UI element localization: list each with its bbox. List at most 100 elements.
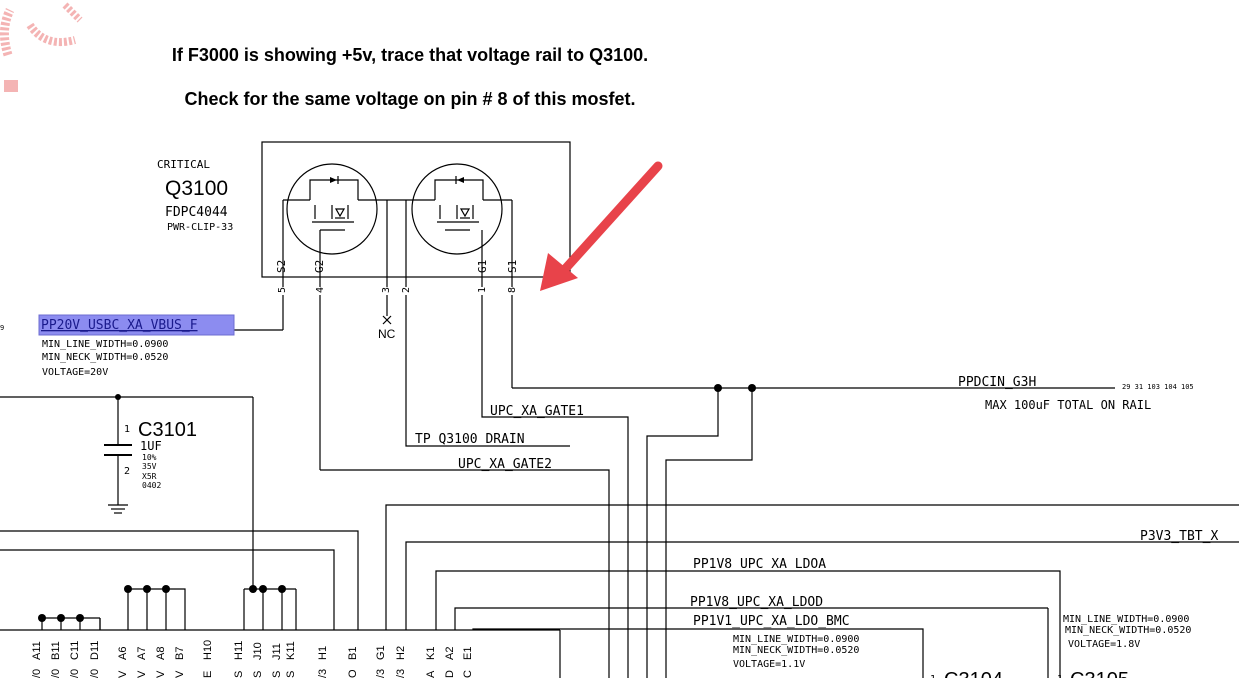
bottom-pin-net-j11: S xyxy=(271,671,283,678)
c3104-pin-1: 1 xyxy=(930,674,936,678)
bottom-pin-label-j11: J11 xyxy=(271,643,283,660)
annotation-line-2: Check for the same voltage on pin # 8 of… xyxy=(184,89,635,109)
bottom-pin-net-h11: S xyxy=(233,671,245,678)
ldo-bmc-net-label[interactable]: PP1V1_UPC_XA_LDO_BMC xyxy=(693,614,850,629)
c3101-dielectric: X5R xyxy=(142,472,157,481)
pin-number-4: 4 xyxy=(315,287,326,293)
bottom-pin-label-c11: C11 xyxy=(69,641,81,660)
c3101-voltage: 35V xyxy=(142,462,157,471)
drain-wire xyxy=(405,432,570,447)
q3100-refdes: Q3100 xyxy=(165,177,228,200)
bottom-pin-label-a8: A8 xyxy=(155,647,167,660)
critical-label: CRITICAL xyxy=(157,158,210,171)
c3105-refdes: C3105 xyxy=(1070,669,1129,678)
bottom-pin-net-h2: /3 xyxy=(395,669,407,678)
bottom-pin-label-h10: H10 xyxy=(202,640,214,660)
bottom-pin-net-j10: S xyxy=(252,671,264,678)
c3101-pin-2: 2 xyxy=(124,466,130,477)
pin-name-s1: S1 xyxy=(506,260,519,273)
ldoa-net-label[interactable]: PP1V8_UPC_XA_LDOA xyxy=(693,557,826,572)
pin-number-1: 1 xyxy=(477,287,488,293)
c3101-value: 1UF xyxy=(140,439,162,453)
bottom-pin-label-a7: A7 xyxy=(136,647,148,660)
bmc-prop-voltage: VOLTAGE=1.1V xyxy=(733,659,805,670)
bottom-pin-label-b7: B7 xyxy=(174,647,186,660)
ppdcin-note: MAX 100uF TOTAL ON RAIL xyxy=(985,398,1151,412)
pin-number-3: 3 xyxy=(381,287,392,293)
bottom-pin-net-a8: V xyxy=(155,670,167,678)
bottom-pin-label-j10: J10 xyxy=(252,642,264,660)
vbus-prop-line-width: MIN_LINE_WIDTH=0.0900 xyxy=(42,339,168,350)
c3101-tolerance: 10% xyxy=(142,453,157,462)
annotation-line-1: If F3000 is showing +5v, trace that volt… xyxy=(172,45,648,65)
q3100-mosfet-symbol xyxy=(261,141,571,287)
bottom-pin-net-a6: V xyxy=(117,670,129,678)
bmc-prop-neck-width: MIN_NECK_WIDTH=0.0520 xyxy=(733,645,859,656)
bottom-pin-net-c11: /0 xyxy=(69,669,81,678)
bottom-pin-net-g1: /3 xyxy=(375,669,387,678)
bottom-pin-label-b1: B1 xyxy=(347,647,359,660)
q3100-package: PWR-CLIP-33 xyxy=(167,222,233,233)
vbus-prop-voltage: VOLTAGE=20V xyxy=(42,367,108,378)
bottom-pin-net-b11: /0 xyxy=(50,669,62,678)
bottom-pin-net-k11: S xyxy=(285,671,297,678)
gate2-wire xyxy=(320,469,610,678)
bottom-pin-labels: A11/0B11/0C11/0D11/0A6VA7VA8VB7VH10EH11S… xyxy=(31,640,474,678)
pin-number-5: 5 xyxy=(277,287,288,293)
bottom-pin-net-a2: D xyxy=(444,670,456,678)
lower-bus-wires xyxy=(0,504,1239,678)
right-prop-neck-width: MIN_NECK_WIDTH=0.0520 xyxy=(1065,625,1191,636)
ldod-net-label[interactable]: PP1V8_UPC_XA_LDOD xyxy=(690,595,823,610)
nc-label: NC xyxy=(378,327,396,341)
bottom-pin-net-a11: /0 xyxy=(31,669,43,678)
bottom-pin-net-k1: A xyxy=(425,670,437,678)
bottom-pin-label-e1: E1 xyxy=(462,647,474,660)
pin-number-8: 8 xyxy=(507,287,518,293)
right-prop-voltage: VOLTAGE=1.8V xyxy=(1068,639,1140,650)
bottom-pin-label-h11: H11 xyxy=(233,641,245,660)
ppdcin-net-label[interactable]: PPDCIN_G3H xyxy=(958,375,1036,390)
bottom-pin-net-d11: /0 xyxy=(89,669,101,678)
bmc-prop-line-width: MIN_LINE_WIDTH=0.0900 xyxy=(733,634,859,645)
bottom-pin-label-b11: B11 xyxy=(50,641,62,660)
no-connect-marker xyxy=(382,315,392,325)
bottom-pin-net-a7: V xyxy=(136,670,148,678)
pin-name-g1: G1 xyxy=(476,260,489,273)
q3100-part-number: FDPC4044 xyxy=(165,205,228,220)
bottom-pin-label-a6: A6 xyxy=(117,647,129,660)
vbus-page-ref: 9 xyxy=(0,324,4,332)
gate2-net-label[interactable]: UPC_XA_GATE2 xyxy=(458,457,552,472)
gate1-wire xyxy=(481,407,629,678)
bottom-pin-label-g1: G1 xyxy=(375,645,387,660)
c3105-pin-1: 1 xyxy=(1057,674,1063,678)
bottom-pin-net-b1: O xyxy=(347,669,359,678)
c3104-refdes: C3104 xyxy=(944,669,1003,678)
bottom-pin-net-h1: /3 xyxy=(317,669,329,678)
ppdcin-wires xyxy=(512,384,1115,678)
vbus-net-highlight xyxy=(38,314,235,336)
bottom-pin-label-d11: D11 xyxy=(89,641,101,660)
bottom-pin-net-e1: C xyxy=(462,670,474,678)
pin-name-s2: S2 xyxy=(275,260,288,273)
drain-net-label[interactable]: TP_Q3100_DRAIN xyxy=(415,432,525,447)
bottom-pin-label-h2: H2 xyxy=(395,646,407,660)
bottom-pin-label-k11: K11 xyxy=(285,641,297,660)
bottom-pin-label-a11: A11 xyxy=(31,641,43,660)
pin-name-g2: G2 xyxy=(313,260,326,273)
c3101-capacitor xyxy=(0,394,254,590)
bottom-pin-label-h1: H1 xyxy=(317,646,329,660)
bottom-pin-net-b7: V xyxy=(174,670,186,678)
q3100-pin-wires xyxy=(282,295,513,470)
c3101-refdes: C3101 xyxy=(138,419,197,441)
logo-fragment xyxy=(0,2,83,92)
gate1-net-label[interactable]: UPC_XA_GATE1 xyxy=(490,404,584,419)
ppdcin-page-refs: 29 31 103 104 105 xyxy=(1122,383,1194,391)
pin-number-2: 2 xyxy=(401,287,412,293)
vbus-prop-neck-width: MIN_NECK_WIDTH=0.0520 xyxy=(42,352,168,363)
p3v3-net-label[interactable]: P3V3_TBT_X xyxy=(1140,529,1218,544)
bottom-pin-label-k1: K1 xyxy=(425,647,437,660)
vbus-net-label[interactable]: PP20V_USBC_XA_VBUS_F xyxy=(41,318,198,333)
red-arrow-annotation xyxy=(540,161,663,291)
bottom-pin-label-a2: A2 xyxy=(444,647,456,660)
